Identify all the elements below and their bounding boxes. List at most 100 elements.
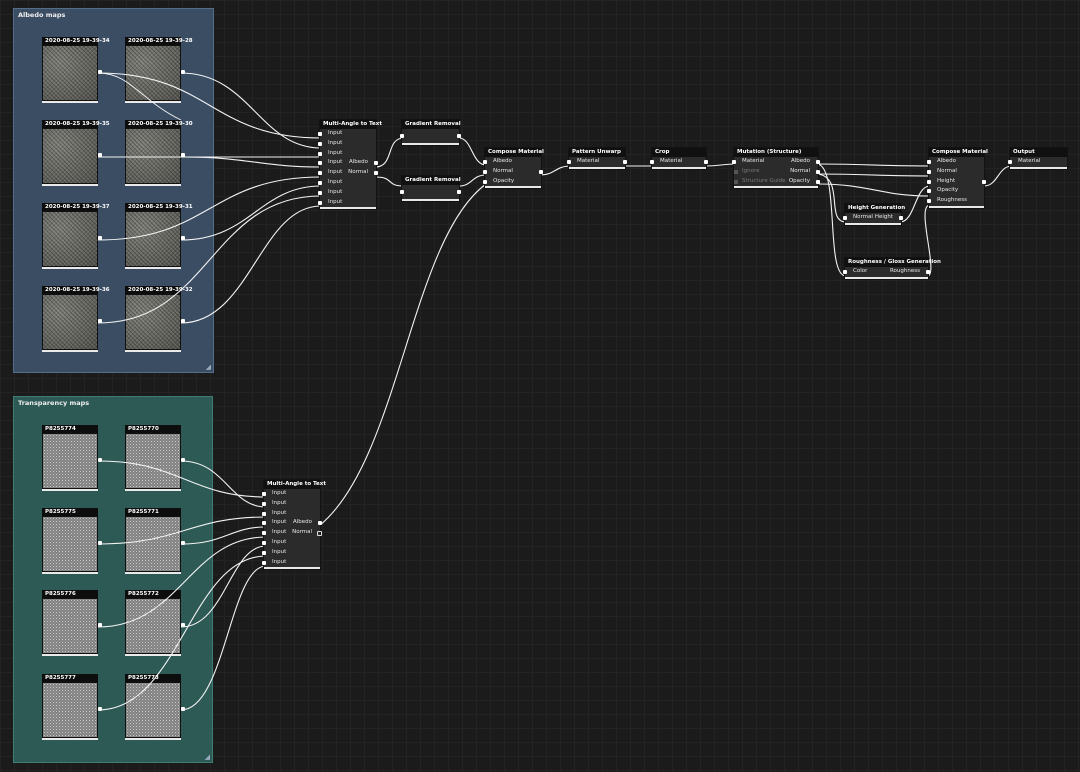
input-port[interactable] [318,141,322,146]
output-port[interactable] [181,458,185,462]
image-tile[interactable]: 2020-08-25 19-39-35 [42,120,110,186]
input-port[interactable] [318,132,322,136]
output-port[interactable] [982,179,986,184]
output-port[interactable] [98,458,102,462]
input-port[interactable] [1008,160,1012,164]
input-port[interactable] [483,169,487,174]
input-port[interactable] [262,550,266,555]
output-port[interactable] [98,70,102,74]
input-port[interactable] [927,160,931,164]
image-tile[interactable]: P8255771 [125,508,185,574]
input-port[interactable] [318,200,322,205]
output-port[interactable] [98,623,102,627]
output-port[interactable] [457,190,461,194]
image-tile[interactable]: P8255776 [42,590,102,656]
image-tile[interactable]: P8255770 [125,425,185,491]
resize-grip-icon[interactable]: ◢ [204,753,210,761]
input-port[interactable] [318,190,322,195]
output-port[interactable] [623,160,627,164]
output-port[interactable] [181,623,185,627]
compose-material-node[interactable]: Compose Material Albedo Normal Height Op… [927,148,988,208]
input-port[interactable] [262,521,266,526]
image-tile[interactable]: P8255775 [42,508,102,574]
input-port[interactable] [262,560,266,565]
input-port[interactable] [927,189,931,194]
input-port[interactable] [927,179,931,184]
output-node[interactable]: Output Material [1008,148,1067,169]
output-port[interactable] [374,171,378,176]
output-port[interactable] [98,236,102,240]
image-tile[interactable]: 2020-08-25 19-39-37 [42,203,110,269]
ignore-checkbox[interactable] [734,169,738,174]
output-port[interactable] [539,169,543,174]
crop-node[interactable]: Crop Material [650,148,708,169]
resize-grip-icon[interactable]: ◢ [205,363,211,371]
input-port[interactable] [318,161,322,166]
image-tile[interactable]: 2020-08-25 19-39-34 [42,37,110,103]
image-tile[interactable]: 2020-08-25 19-39-32 [125,286,193,352]
output-port[interactable] [816,160,820,164]
output-port[interactable] [457,134,461,138]
output-port[interactable] [317,531,322,537]
output-port[interactable] [899,216,903,220]
input-port[interactable] [262,540,266,545]
image-tile[interactable]: 2020-08-25 19-39-36 [42,286,110,352]
input-port[interactable] [650,160,654,164]
image-tile[interactable]: P8255777 [42,674,102,740]
output-port[interactable] [181,153,185,157]
output-port[interactable] [926,270,930,274]
input-port[interactable] [483,160,487,164]
input-port[interactable] [262,501,266,506]
input-port[interactable] [567,160,571,164]
output-port[interactable] [704,160,708,164]
input-port[interactable] [318,171,322,176]
output-port[interactable] [181,541,185,545]
output-port[interactable] [374,161,378,166]
input-port[interactable] [732,160,736,164]
multi-angle-to-text-node[interactable]: Multi-Angle to Text Input Input Input In… [262,480,326,570]
image-tile[interactable]: P8255772 [125,590,185,656]
input-port[interactable] [843,270,847,274]
output-port[interactable] [181,319,185,323]
input-port[interactable] [927,199,931,204]
output-port[interactable] [181,70,185,74]
input-port[interactable] [843,216,847,220]
structure-guide-checkbox[interactable] [734,179,738,184]
input-port[interactable] [400,190,404,194]
input-port[interactable] [483,179,487,184]
image-tile[interactable]: P8255774 [42,425,102,491]
image-tile[interactable]: 2020-08-25 19-39-28 [125,37,193,103]
compose-material-node[interactable]: Compose Material Albedo Normal Opacity [483,148,544,189]
input-port[interactable] [318,151,322,156]
output-port[interactable] [181,707,185,711]
output-port[interactable] [318,521,322,526]
image-tile[interactable]: 2020-08-25 19-39-31 [125,203,193,269]
node-title: Multi-Angle to Text [320,120,382,129]
input-port[interactable] [927,169,931,174]
gradient-removal-node[interactable]: Gradient Removal [400,176,461,201]
texture-thumbnail [125,682,181,738]
image-tile[interactable]: 2020-08-25 19-39-30 [125,120,193,186]
output-port[interactable] [816,169,820,174]
output-port[interactable] [98,153,102,157]
input-port[interactable] [318,180,322,185]
output-port[interactable] [98,319,102,323]
output-port[interactable] [98,707,102,711]
output-port[interactable] [816,179,820,184]
gradient-removal-node[interactable]: Gradient Removal [400,120,461,145]
input-port[interactable] [400,134,404,138]
tile-title: P8255772 [125,590,181,598]
input-port[interactable] [262,492,266,496]
input-port[interactable] [262,511,266,516]
port-label: Input [328,159,343,166]
image-tile[interactable]: P8255773 [125,674,185,740]
output-port[interactable] [181,236,185,240]
pattern-unwarp-node[interactable]: Pattern Unwarp Material [567,148,627,169]
input-port[interactable] [262,531,266,536]
tile-title: P8255771 [125,508,181,516]
multi-angle-to-text-node[interactable]: Multi-Angle to Text Input Input Input In… [318,120,382,210]
output-port[interactable] [98,541,102,545]
